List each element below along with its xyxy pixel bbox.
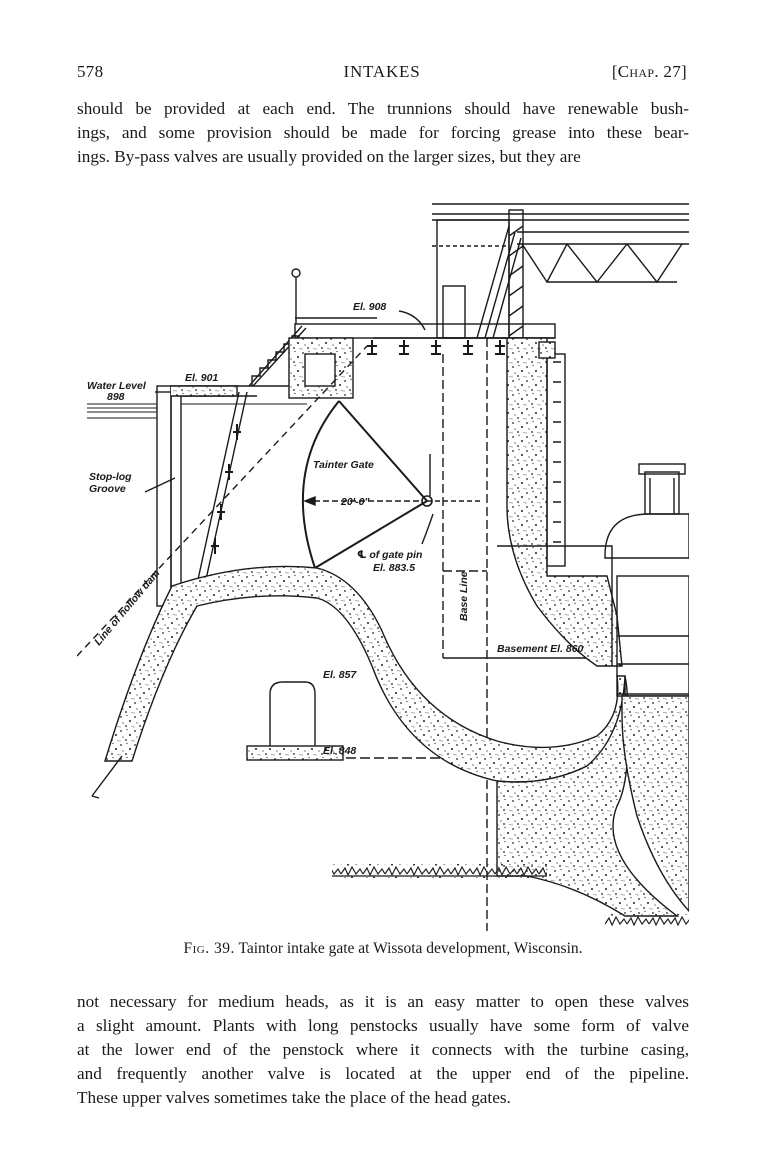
label-stop-log-groove: Groove	[89, 483, 126, 495]
paragraph-bottom: not necessary for medium heads, as it is…	[77, 990, 689, 1110]
label-el-908: El. 908	[353, 301, 386, 313]
label-el-901: El. 901	[185, 372, 218, 384]
chapter-label: [Chap. 27]	[611, 62, 687, 81]
text-line: and frequently another valve is located …	[77, 1064, 689, 1083]
label-gate-radius: 20'-0"	[340, 496, 371, 508]
caption-text: Taintor intake gate at Wissota developme…	[238, 940, 583, 957]
label-el-857: El. 857	[323, 669, 357, 681]
text-line: not necessary for medium heads, as it is…	[77, 992, 689, 1011]
figure-caption: Fig. 39. Taintor intake gate at Wissota …	[77, 940, 689, 958]
paragraph-top: should be provided at each end. The trun…	[77, 97, 689, 169]
caption-prefix: Fig. 39.	[183, 940, 235, 957]
label-basement-el-860: Basement El. 860	[497, 643, 584, 655]
label-gate-pin-elevation: El. 883.5	[373, 562, 415, 574]
running-title: INTAKES	[343, 62, 421, 81]
label-gate-pin: ℄ of gate pin	[357, 549, 422, 561]
figure-taintor-gate: El. 908 El. 901 Water Level 898 Stop-log…	[77, 196, 689, 931]
text-line: should be provided at each end. The trun…	[77, 99, 689, 118]
label-tainter-gate: Tainter Gate	[313, 459, 374, 471]
text-line: at the lower end of the penstock where i…	[77, 1040, 689, 1059]
page-number: 578	[77, 62, 104, 81]
label-water-level: Water Level	[87, 380, 147, 392]
text-line: These upper valves sometimes take the pl…	[77, 1088, 511, 1107]
label-stop-log: Stop-log	[89, 471, 132, 483]
text-line: a slight amount. Plants with long pensto…	[77, 1016, 689, 1035]
running-header: 578 INTAKES [Chap. 27]	[77, 62, 687, 86]
label-water-level-value: 898	[107, 391, 125, 403]
text-line: ings. By-pass valves are usually provide…	[77, 147, 581, 166]
intake-gate-drawing: El. 908 El. 901 Water Level 898 Stop-log…	[77, 203, 689, 931]
label-el-848: El. 848	[323, 745, 356, 757]
label-base-line: Base Line	[458, 571, 470, 621]
text-line: ings, and some provision should be made …	[77, 123, 689, 142]
